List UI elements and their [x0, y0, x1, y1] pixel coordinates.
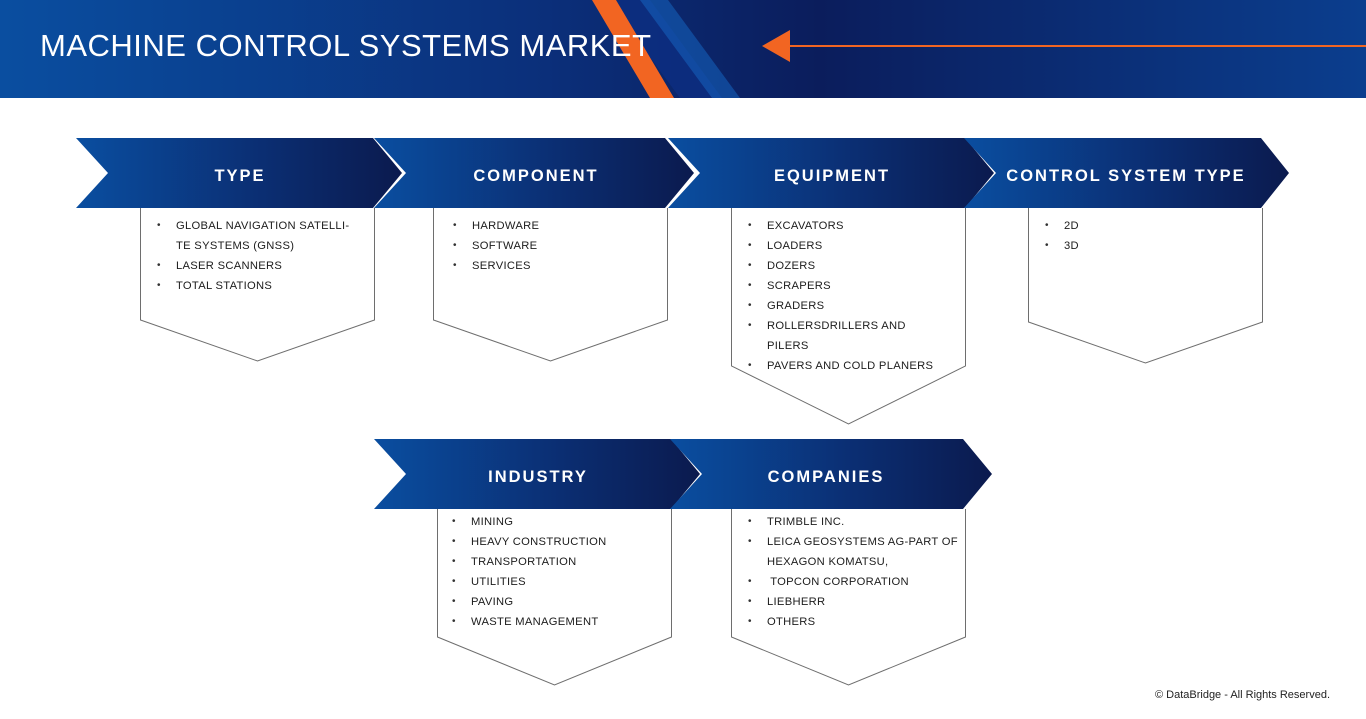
- segment-label-industry: INDUSTRY: [488, 468, 588, 486]
- segment-list-companies: •TRIMBLE INC. •LEICA GEOSYSTEMS AG-PART …: [748, 512, 964, 632]
- segment-label-type: TYPE: [214, 167, 266, 185]
- segment-header-component: [374, 138, 694, 208]
- decor-stripe-orange: [592, 0, 674, 98]
- list-item: •LEICA GEOSYSTEMS AG-PART OF: [748, 536, 958, 548]
- segment-list-equipment: •EXCAVATORS •LOADERS •DOZERS •SCRAPERS •…: [748, 216, 962, 376]
- list-item: •GRADERS: [748, 300, 825, 312]
- list-item: •SERVICES: [453, 260, 531, 272]
- page-title: MACHINE CONTROL SYSTEMS MARKET: [40, 28, 652, 63]
- list-item: •HEAVY CONSTRUCTION: [452, 536, 607, 548]
- list-item: •2D: [1045, 220, 1079, 232]
- decor-stripe-light: [640, 0, 740, 98]
- segment-panel-control-system-type: [1028, 208, 1263, 364]
- list-item: •SOFTWARE: [453, 240, 538, 252]
- list-item: •ROLLERSDRILLERS AND: [748, 320, 906, 332]
- list-item: •OTHERS: [748, 616, 816, 628]
- segment-header-control-system-type: [964, 138, 1289, 208]
- list-item: • TOPCON CORPORATION: [748, 576, 909, 588]
- list-item: •TOTAL STATIONS: [157, 280, 273, 292]
- list-item: •LASER SCANNERS: [157, 260, 283, 272]
- copyright-notice: © DataBridge - All Rights Reserved.: [1154, 689, 1330, 701]
- list-item-continuation: TE SYSTEMS (GNSS): [176, 240, 295, 252]
- segment-label-companies: COMPANIES: [767, 468, 885, 486]
- segment-list-type: •GLOBAL NAVIGATION SATELLI- TE SYSTEMS (…: [157, 216, 357, 296]
- decor-stripe-dark: [608, 0, 722, 98]
- list-item: •TRANSPORTATION: [452, 556, 577, 568]
- list-item: •MINING: [452, 516, 514, 528]
- segment-panel-component: [433, 208, 668, 362]
- list-item: •SCRAPERS: [748, 280, 831, 292]
- segment-list-control-system-type: •2D •3D: [1045, 216, 1245, 256]
- list-item: •PAVING: [452, 596, 514, 608]
- list-item-continuation: PILERS: [767, 340, 809, 352]
- segment-label-component: COMPONENT: [473, 167, 599, 185]
- segment-panel-equipment: [731, 208, 966, 425]
- list-item: •TRIMBLE INC.: [748, 516, 845, 528]
- segment-label-control-system-type: CONTROL SYSTEM TYPE: [1006, 167, 1246, 185]
- segment-header-industry: [374, 439, 700, 509]
- segment-header-equipment: [668, 138, 994, 208]
- list-item: •EXCAVATORS: [748, 220, 844, 232]
- list-item-continuation: HEXAGON KOMATSU,: [767, 556, 889, 568]
- header-background: [0, 0, 1366, 98]
- list-item: •PAVERS AND COLD PLANERS: [748, 360, 934, 372]
- list-item: •UTILITIES: [452, 576, 526, 588]
- list-item: •HARDWARE: [453, 220, 540, 232]
- segment-header-type: [76, 138, 402, 208]
- list-item: •WASTE MANAGEMENT: [452, 616, 599, 628]
- segment-list-industry: •MINING •HEAVY CONSTRUCTION •TRANSPORTAT…: [452, 512, 662, 632]
- segment-label-equipment: EQUIPMENT: [773, 167, 891, 185]
- segment-panel-type: [140, 208, 375, 362]
- list-item: •LOADERS: [748, 240, 823, 252]
- list-item: •GLOBAL NAVIGATION SATELLI-: [157, 220, 350, 232]
- segment-header-companies: [670, 439, 992, 509]
- list-item: •DOZERS: [748, 260, 816, 272]
- segment-panel-companies: [731, 509, 966, 686]
- list-item: •LIEBHERR: [748, 596, 826, 608]
- list-item: •3D: [1045, 240, 1079, 252]
- arrow-left-icon: [762, 30, 790, 62]
- header-banner: MACHINE CONTROL SYSTEMS MARKET: [0, 0, 1366, 98]
- segment-list-component: •HARDWARE •SOFTWARE •SERVICES: [453, 216, 653, 276]
- segment-panel-industry: [437, 509, 672, 686]
